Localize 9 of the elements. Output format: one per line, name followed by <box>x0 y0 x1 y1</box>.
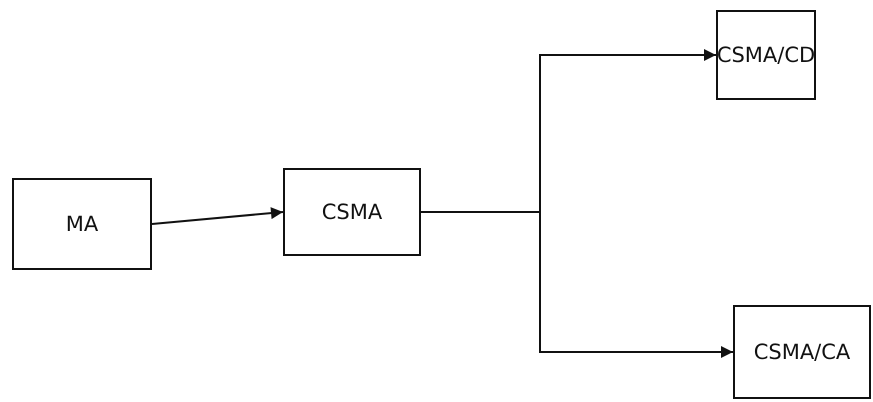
process-box <box>716 10 816 100</box>
process-box <box>733 305 871 399</box>
process-box <box>283 168 421 256</box>
box-label: CSMA/CA <box>754 340 850 364</box>
arrow <box>152 207 284 225</box>
box-label: CSMA/CD <box>716 43 816 67</box>
process-box <box>12 178 152 270</box>
box-label: CSMA <box>322 200 382 224</box>
box-label: MA <box>66 212 98 236</box>
